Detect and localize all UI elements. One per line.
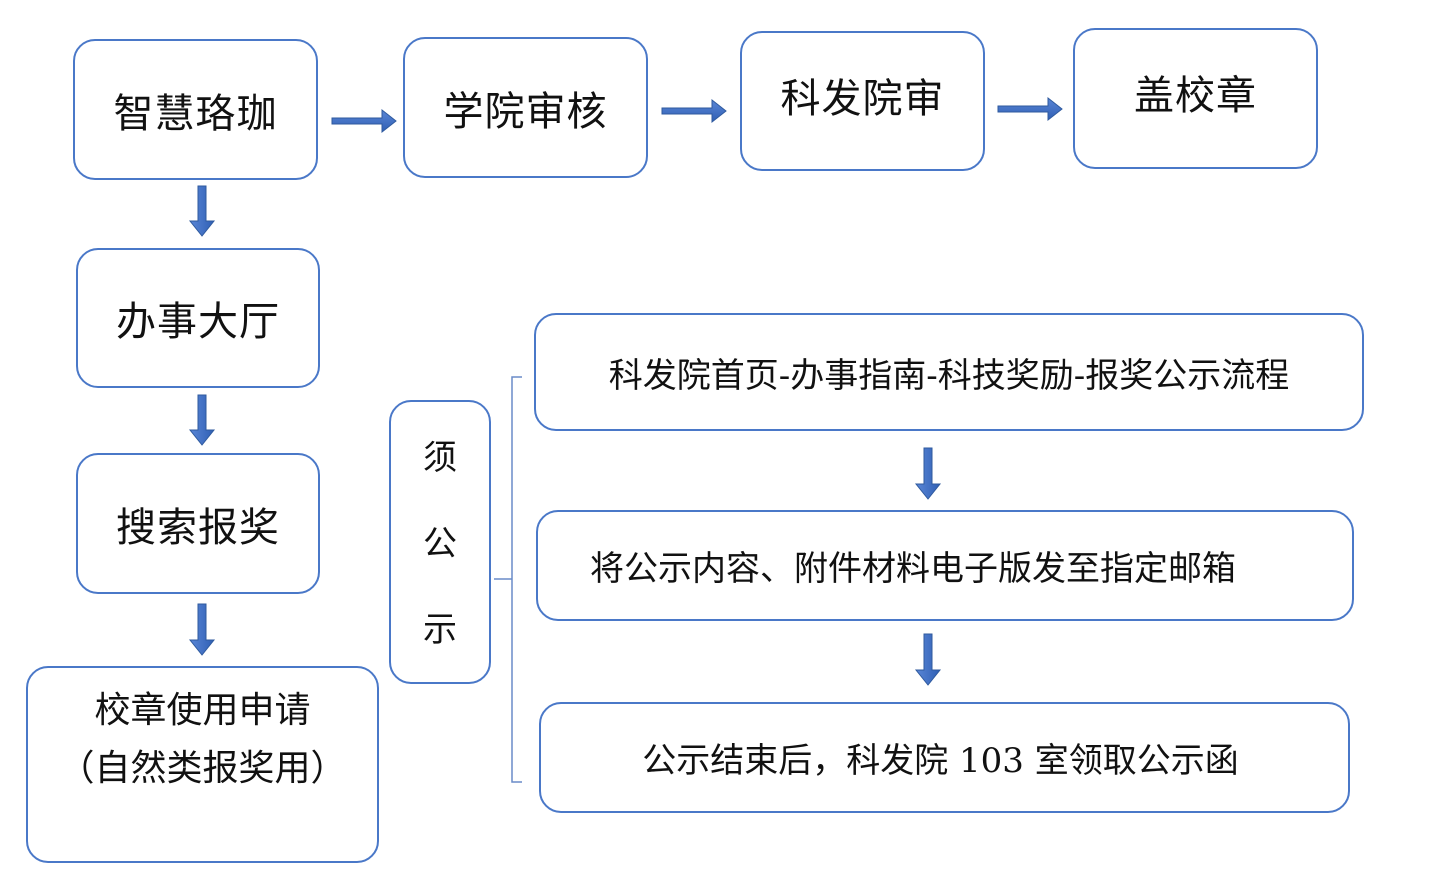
arrow-down-4 <box>914 447 942 500</box>
node-service-hall-label: 办事大厅 <box>116 299 280 345</box>
arrow-down-1 <box>188 185 216 237</box>
node-publicity-step-1: 科发院首页-办事指南-科技奖励-报奖公示流程 <box>534 313 1364 431</box>
node-school-seal: 盖校章 <box>1073 28 1318 169</box>
arrow-down-5 <box>914 633 942 686</box>
node-college-review-label: 学院审核 <box>443 88 608 135</box>
node-must-publicize-char2: 公 <box>423 524 457 564</box>
node-must-publicize: 须 公 示 <box>389 400 491 684</box>
node-publicity-step-2-label: 将公示内容、附件材料电子版发至指定邮箱 <box>590 549 1236 589</box>
node-seal-application: 校章使用申请 （自然类报奖用） <box>26 666 379 863</box>
node-search-award: 搜索报奖 <box>76 453 320 594</box>
bracket <box>494 376 522 783</box>
node-college-review: 学院审核 <box>403 37 648 178</box>
arrow-right-2 <box>661 98 727 124</box>
arrow-right-3 <box>997 96 1063 122</box>
node-research-office-review: 科发院审 <box>740 31 985 171</box>
arrow-right-1 <box>331 108 397 134</box>
node-publicity-step-2: 将公示内容、附件材料电子版发至指定邮箱 <box>536 510 1354 621</box>
node-zhihui-luojia: 智慧珞珈 <box>73 39 318 180</box>
node-research-office-review-label: 科发院审 <box>780 76 945 122</box>
node-publicity-step-3-label: 公示结束后，科发院 103 室领取公示函 <box>642 741 1239 781</box>
node-school-seal-label: 盖校章 <box>1134 72 1257 119</box>
node-search-award-label: 搜索报奖 <box>116 504 280 551</box>
node-seal-application-line1: 校章使用申请 <box>94 690 311 731</box>
node-zhihui-luojia-label: 智慧珞珈 <box>113 90 278 137</box>
node-service-hall: 办事大厅 <box>76 248 320 388</box>
node-publicity-step-1-label: 科发院首页-办事指南-科技奖励-报奖公示流程 <box>608 355 1290 396</box>
node-must-publicize-char1: 须 <box>423 438 457 478</box>
node-publicity-step-3: 公示结束后，科发院 103 室领取公示函 <box>539 702 1350 813</box>
node-seal-application-line2: （自然类报奖用） <box>58 748 347 789</box>
arrow-down-2 <box>188 394 216 446</box>
arrow-down-3 <box>188 603 216 656</box>
node-must-publicize-char3: 示 <box>423 610 457 650</box>
